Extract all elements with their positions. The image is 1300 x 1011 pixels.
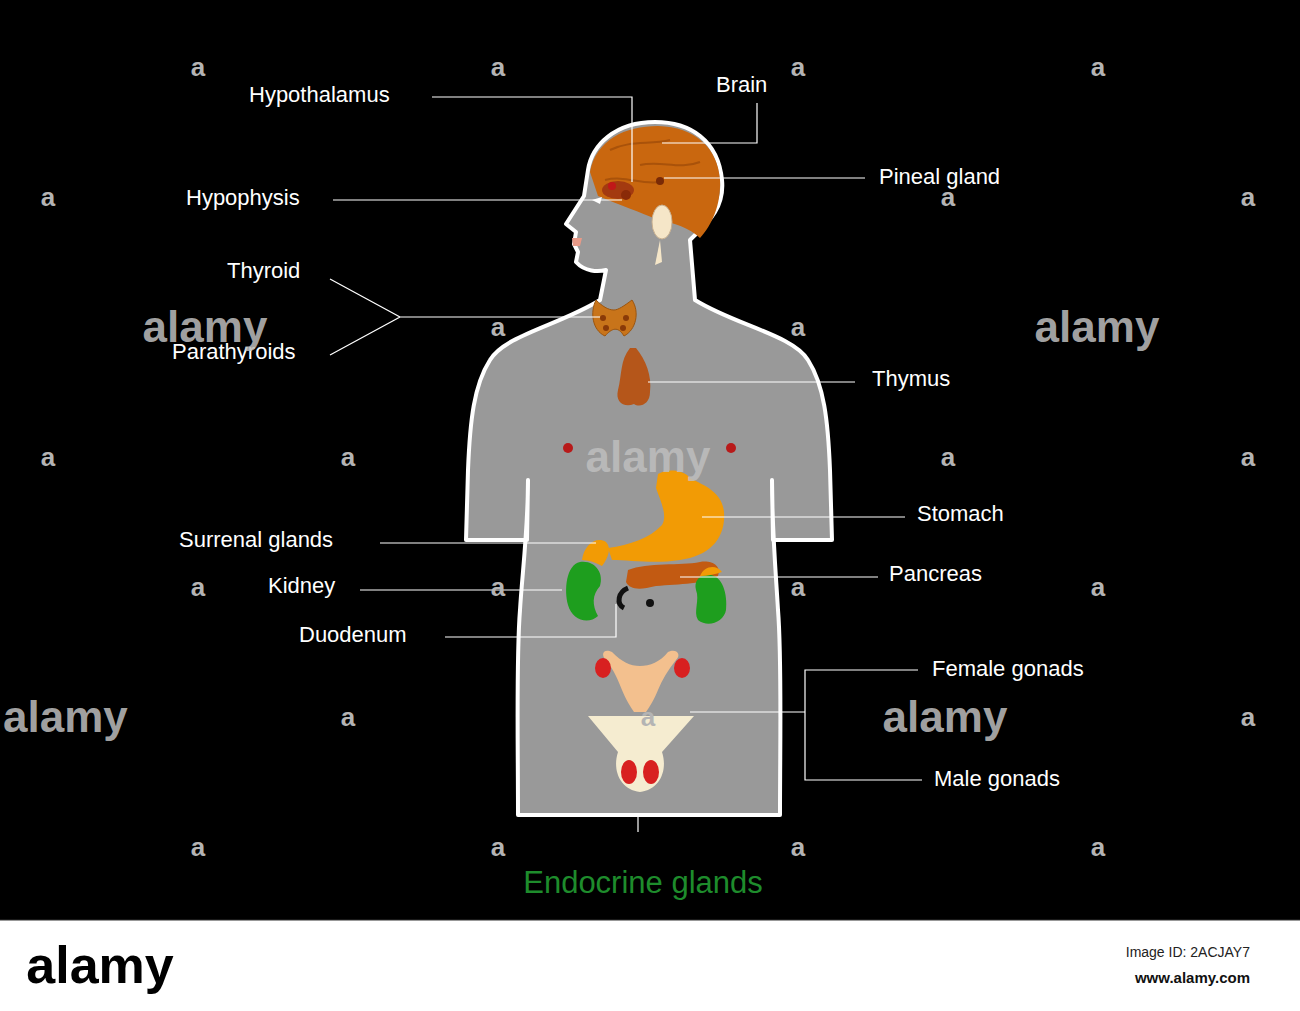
jaw-mark [655,240,662,265]
watermark: a [791,54,805,80]
watermark: a [491,574,505,600]
part-label: Thymus [872,368,950,390]
image-id: Image ID: 2ACJAY7 [1126,945,1250,959]
part-label: Stomach [917,503,1004,525]
testis [621,760,637,784]
part-label: Male gonads [934,768,1060,790]
watermark: a [191,834,205,860]
pineal-gland [656,177,664,185]
parathyroid [623,315,629,321]
watermark: alamy [3,695,128,739]
watermark: alamy [883,695,1008,739]
leader-line [637,815,638,832]
stomach [608,471,724,562]
watermark: a [1091,834,1105,860]
surrenal-gland [582,540,609,566]
part-label: Kidney [268,575,335,597]
leader-line [333,199,622,200]
watermark: a [641,704,655,730]
kidney [695,575,726,624]
part-label: Surrenal glands [179,529,333,551]
part-label: Female gonads [932,658,1084,680]
part-label: Pineal gland [879,166,1000,188]
part-label: Pancreas [889,563,982,585]
watermark: a [941,444,955,470]
nipple [563,443,573,453]
leader-line [432,97,632,182]
parathyroid [603,325,609,331]
watermark: a [191,574,205,600]
leader-lines [330,97,922,832]
surrenal-gland [700,567,722,576]
part-label: Duodenum [299,624,407,646]
part-label: Thyroid [227,260,300,282]
watermark: a [341,444,355,470]
watermark: a [1241,184,1255,210]
footer-logo: alamy [26,939,173,991]
watermark: a [491,314,505,340]
watermark: a [791,834,805,860]
leader-line [648,381,855,382]
ovary [674,658,690,678]
body-silhouette [466,122,832,815]
watermark: a [1241,704,1255,730]
watermark: a [1241,444,1255,470]
leader-line [360,589,562,590]
hypothalamus-dot [608,182,616,190]
brain-folds [605,140,700,183]
leader-line [380,542,596,543]
part-label: Hypothalamus [249,84,390,106]
ear [652,205,672,239]
watermark: a [791,574,805,600]
watermark: alamy [1035,305,1160,349]
footer-url: www.alamy.com [1135,970,1250,985]
watermark: a [491,834,505,860]
part-label: Brain [716,74,767,96]
ovary [595,658,611,678]
leader-line [445,604,616,637]
testis [643,760,659,784]
watermark: a [1091,54,1105,80]
footer-rule [0,920,1300,921]
parathyroid [600,315,606,321]
watermark: a [41,444,55,470]
leader-line [662,103,757,143]
uterus [603,651,678,712]
thymus [617,348,650,406]
diagram-title: Endocrine glands [523,867,763,898]
parathyroid [620,325,626,331]
watermark: a [1091,574,1105,600]
hypophysis [621,190,631,200]
lips [572,238,582,246]
watermark: a [941,184,955,210]
footer-band [0,920,1300,1011]
watermark: alamy [586,435,711,479]
kidney [566,562,601,621]
hypothalamus [602,181,634,199]
leader-line [330,279,600,355]
thyroid [593,300,636,336]
watermark: a [191,54,205,80]
watermark: alamy [143,305,268,349]
leader-line [680,576,878,577]
part-label: Hypophysis [186,187,300,209]
leader-line [664,177,865,178]
watermark: a [791,314,805,340]
watermark: a [491,54,505,80]
leader-line [702,516,905,517]
watermark: a [41,184,55,210]
duodenum [619,588,628,608]
nipple [726,443,736,453]
watermark: a [341,704,355,730]
duodenum-dot [646,599,654,607]
